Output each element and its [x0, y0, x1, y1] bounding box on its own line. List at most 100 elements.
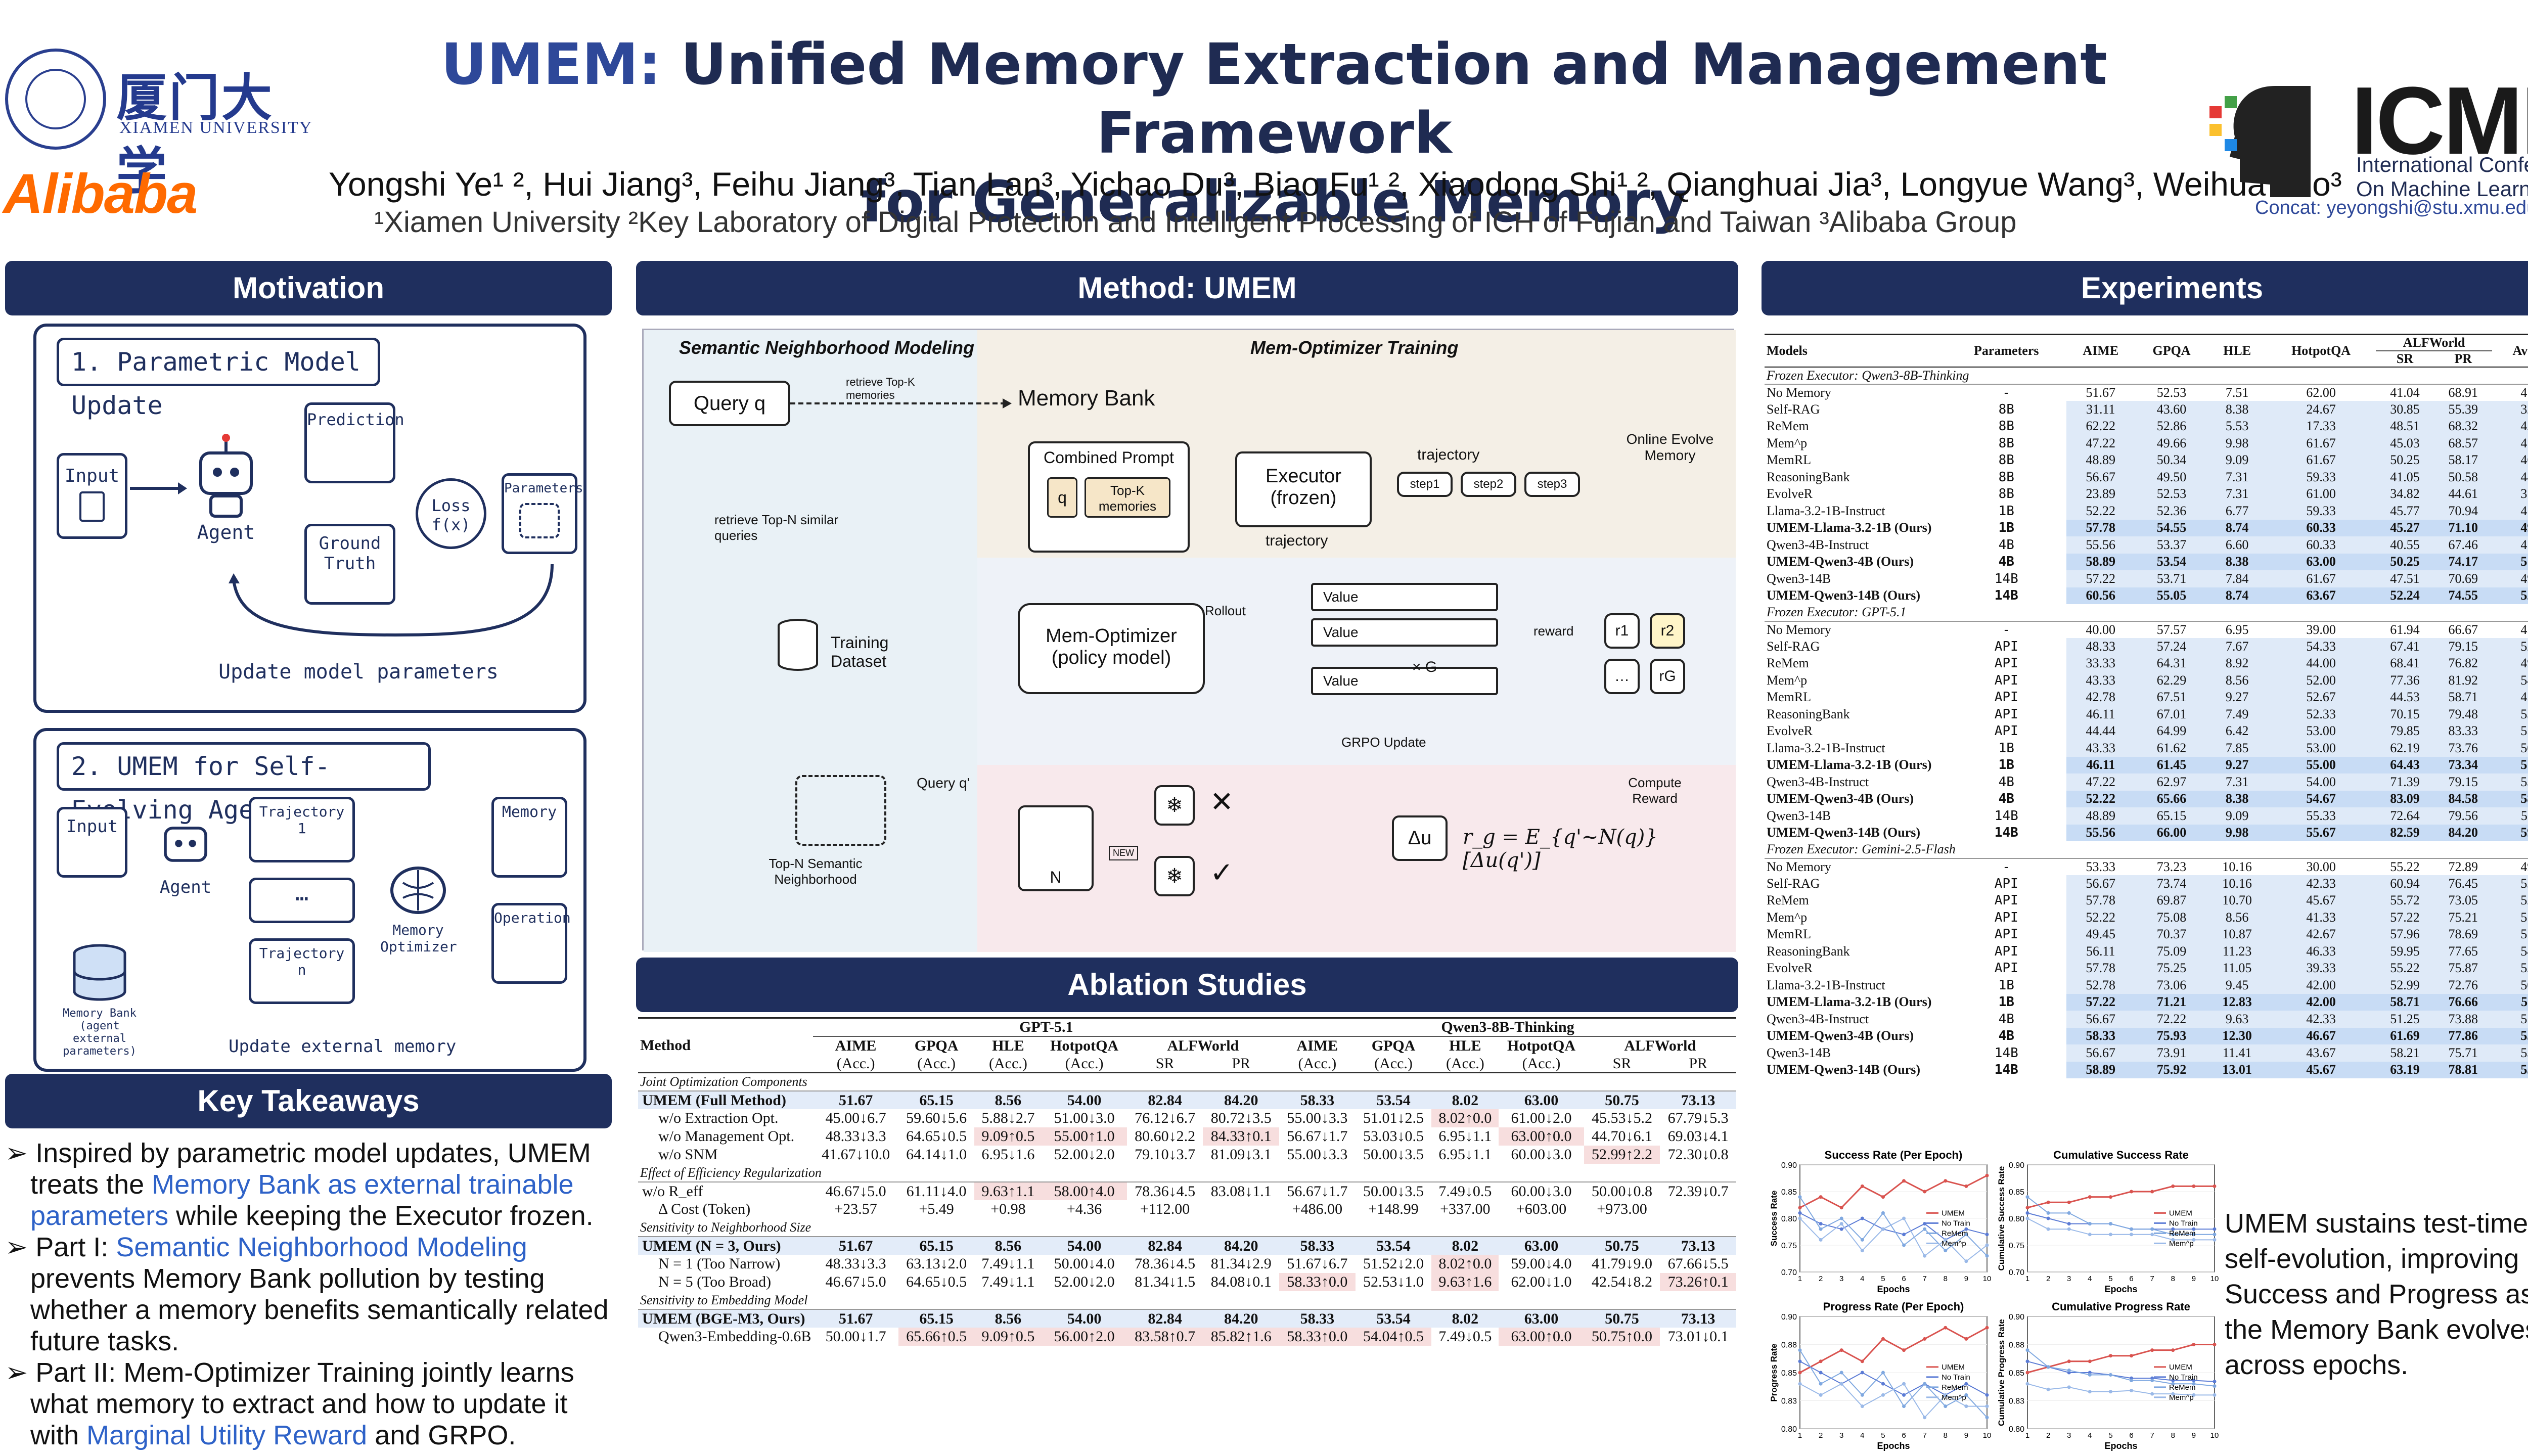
data-point: [2067, 1211, 2071, 1215]
table-cell: 66.67: [2448, 622, 2478, 637]
x-tick-label: 3: [2067, 1275, 2071, 1283]
panel2-memory-bank: Memory Bank (agent external parameters): [57, 943, 143, 1058]
table-cell: 79.48: [2434, 706, 2493, 723]
table-cell: 55.00↑1.0: [1042, 1127, 1127, 1146]
table-cell: 48.33↓3.3: [825, 1128, 886, 1145]
data-point: [1985, 1404, 1989, 1408]
table-cell: 78.36↓4.5: [1135, 1255, 1196, 1272]
table-cell: 40.00: [2086, 622, 2116, 637]
table-cell: 47.28: [2520, 385, 2528, 400]
table-cell: 6.95↓1.1: [1438, 1128, 1492, 1145]
table-cell: 51.52↓2.0: [1363, 1255, 1424, 1272]
x-tick-label: 7: [2150, 1431, 2154, 1440]
table-cell: 64.65↓0.5: [906, 1273, 967, 1290]
table-cell: 55.39: [2434, 401, 2493, 418]
table-cell: 42.00: [2266, 977, 2376, 994]
table-cell: 8.74: [2208, 587, 2267, 604]
table-cell: 4B: [1998, 1028, 2014, 1044]
data-point: [1839, 1371, 1843, 1375]
table-cell: 23.89: [2066, 485, 2136, 503]
table-cell: 8B: [1998, 401, 2014, 417]
x-tick-label: 4: [1860, 1275, 1864, 1283]
table-cell: 52.22: [2066, 790, 2136, 807]
row-label: UMEM-Llama-3.2-1B (Ours): [1767, 520, 1932, 535]
table-cell: 9.27: [2208, 756, 2267, 774]
reward-label: reward: [1533, 623, 1574, 639]
table-cell: 72.22: [2135, 1011, 2208, 1028]
series-line: [1799, 1383, 1987, 1419]
table-cell: 58.33: [2066, 1027, 2136, 1044]
data-point: [2192, 1379, 2196, 1383]
table-cell: 9.09: [2208, 451, 2267, 469]
table-cell: 80.60↓2.2: [1135, 1128, 1196, 1145]
table-cell: 45.53↓5.2: [1592, 1110, 1652, 1126]
table-cell: 39.33: [2266, 960, 2376, 977]
y-tick-label: 0.88: [1781, 1341, 1797, 1350]
table-cell: 80.72↓3.5: [1210, 1110, 1272, 1126]
table-cell: 79.56: [2434, 807, 2493, 825]
data-point: [1923, 1190, 1927, 1194]
table-row: MemRL8B48.8950.349.0961.6750.2558.1746.4…: [1765, 451, 2528, 469]
table-cell: 62.22: [2066, 418, 2136, 435]
table-cell: 52.78: [2066, 977, 2136, 994]
data-point: [1944, 1404, 1948, 1408]
title-line1: Unified Memory Extraction and Management…: [661, 32, 2107, 166]
data-point: [2213, 1233, 2217, 1237]
section-ablation: Ablation Studies: [636, 958, 1738, 1012]
x-tick-label: 8: [1944, 1275, 1948, 1283]
table-cell: 7.31: [2208, 469, 2267, 486]
table-cell: +337.00: [1440, 1201, 1491, 1217]
table-cell: 82.84: [1148, 1091, 1182, 1109]
row-label: UMEM (N = 3, Ours): [642, 1237, 781, 1254]
table-cell: 83.33: [2434, 722, 2493, 740]
table-cell: 79.10↓3.7: [1135, 1146, 1196, 1163]
data-point: [2192, 1238, 2196, 1242]
panel1-loss: Loss f(x): [416, 478, 486, 549]
table-cell: 53.76: [2492, 706, 2528, 723]
table-cell: 57.78: [2066, 960, 2136, 977]
table-cell: 84.20: [1224, 1091, 1258, 1109]
table-cell: 64.43: [2375, 756, 2434, 774]
data-point: [1819, 1238, 1823, 1242]
table-cell: 55.56: [2066, 536, 2136, 554]
table-cell: 14B: [1994, 1062, 2018, 1078]
table-cell: 7.49↓0.5: [1438, 1328, 1492, 1345]
data-point: [1839, 1227, 1843, 1231]
row-label: ReasoningBank: [1767, 706, 1850, 721]
table-cell: 6.95↓1.1: [1438, 1146, 1492, 1163]
legend-label: No Train: [1942, 1373, 1970, 1382]
data-point: [2171, 1382, 2175, 1386]
step-2: step2: [1461, 472, 1516, 497]
table-cell: 33.33: [2066, 655, 2136, 672]
table-cell: 63.19: [2375, 1061, 2434, 1078]
icml-head-icon: [2209, 86, 2311, 197]
data-point: [1860, 1216, 1864, 1220]
data-point: [2150, 1233, 2154, 1237]
data-point: [2025, 1216, 2029, 1220]
x-tick-label: 5: [2108, 1275, 2112, 1283]
table-cell: 73.88: [2434, 1011, 2493, 1028]
x-tick-label: 8: [2171, 1431, 2175, 1440]
table-cell: 45.27: [2375, 519, 2434, 536]
table-cell: 8.56: [2208, 909, 2267, 926]
table-cell: 82.84: [1148, 1310, 1182, 1327]
table-cell: 52.00: [2266, 672, 2376, 689]
title-line2: for Generalizable Memory: [861, 169, 1688, 235]
plot-success-per-epoch: Success Rate (Per Epoch)0.700.750.800.85…: [1770, 1149, 1991, 1294]
table-cell: 55.91: [2492, 1061, 2528, 1078]
table-cell: 8.56: [995, 1091, 1022, 1109]
data-point: [1881, 1227, 1885, 1231]
x-tick-label: 6: [1902, 1275, 1906, 1283]
data-point: [1860, 1359, 1864, 1363]
table-cell: 50.00↓3.5: [1363, 1146, 1424, 1163]
table-cell: 64.14↓1.0: [906, 1146, 967, 1163]
table-cell: 60.56: [2066, 587, 2136, 604]
takeaway-1: ➢ Inspired by parametric model updates, …: [5, 1138, 594, 1231]
table-row: Mem^pAPI52.2275.088.5641.3357.2275.2151.…: [1765, 909, 2528, 926]
data-point: [1923, 1227, 1927, 1231]
table-cell: 56.67↓1.7: [1287, 1182, 1348, 1200]
